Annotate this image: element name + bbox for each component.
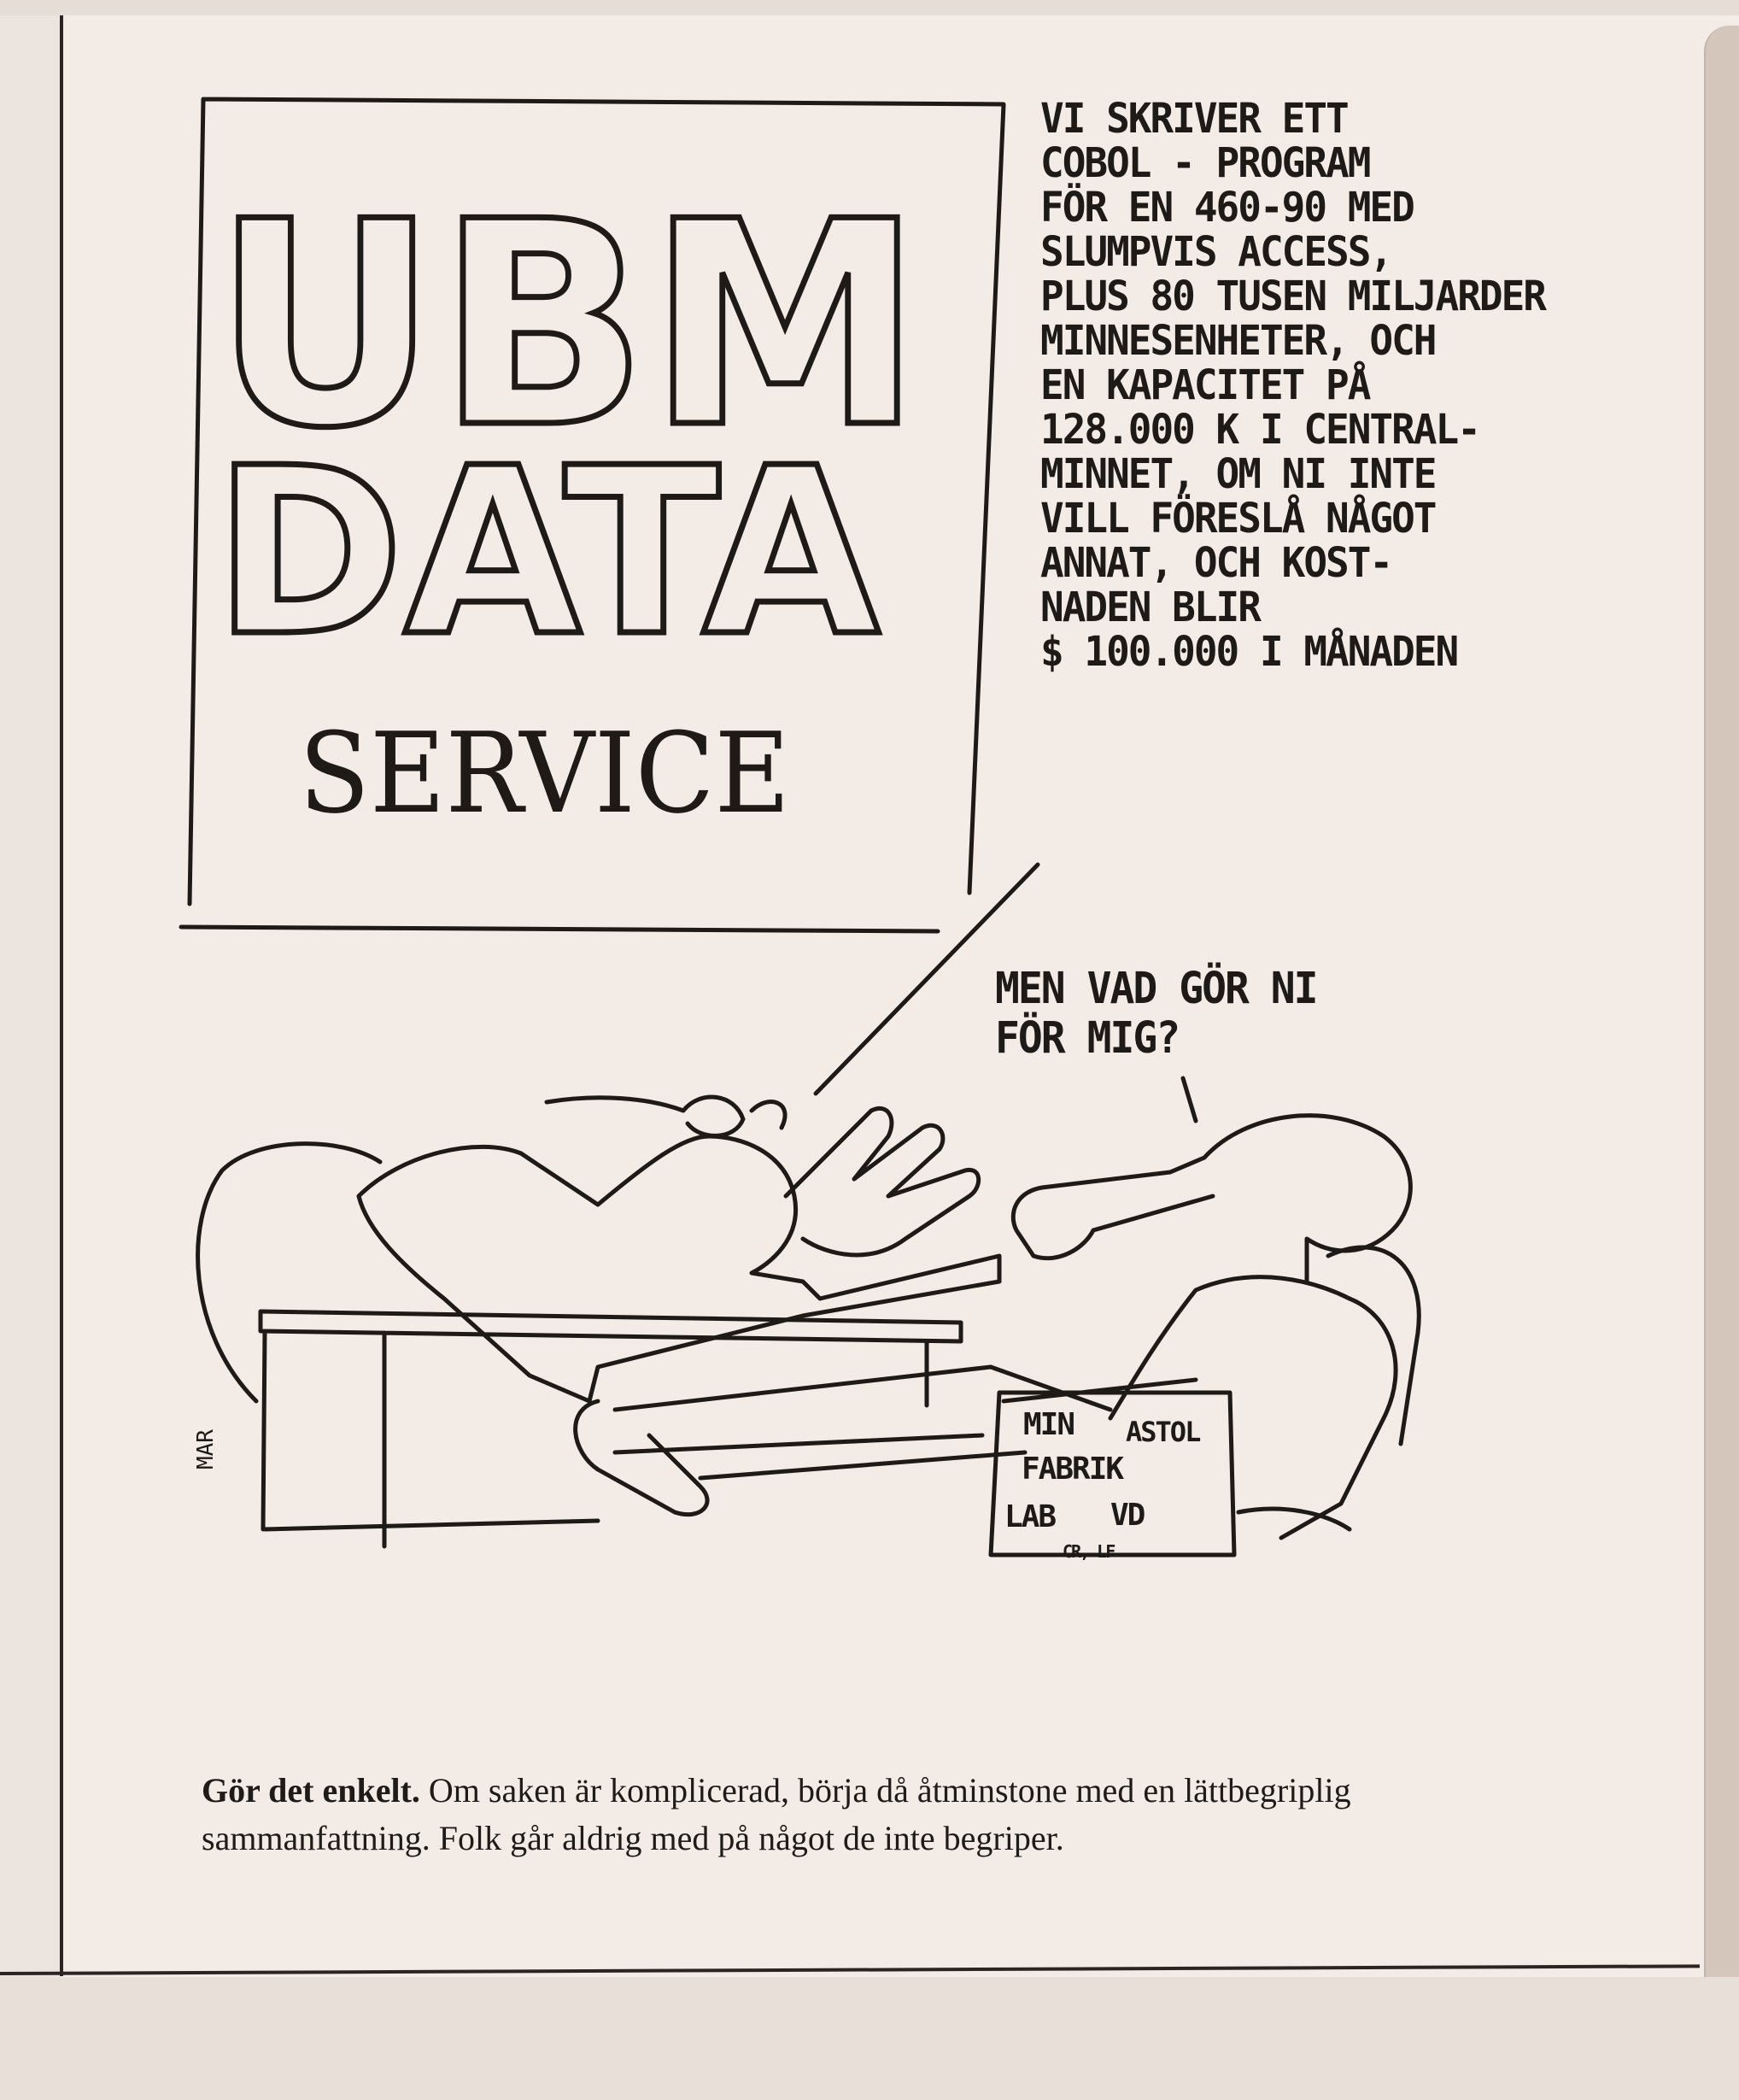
- box-label-initials: CR, LF: [1063, 1541, 1115, 1562]
- top-page-edge: [0, 0, 1739, 15]
- box-label-min: MIN: [1023, 1407, 1075, 1442]
- bottom-border-rule: [0, 1964, 1700, 1975]
- speech-line: ANNAT, OCH KOST-: [1040, 537, 1393, 587]
- speech-line: $ 100.000 I MÅNADEN: [1040, 626, 1459, 676]
- right-page-curl: [1704, 26, 1739, 2016]
- left-chair: [196, 1141, 383, 1404]
- caption-body: Om saken är komplicerad, börja då åtmins…: [202, 1771, 1351, 1857]
- customer-question: MEN VAD GÖR NI FÖR MIG?: [995, 963, 1405, 1064]
- speech-line: MINNET, OM NI INTE: [1040, 449, 1437, 498]
- customer-head: [1202, 1113, 1413, 1284]
- sign-frame: [179, 97, 1006, 934]
- speech-line: PLUS 80 TUSEN MILJARDER: [1040, 271, 1547, 320]
- caption: Gör det enkelt. Om saken är komplicerad,…: [202, 1767, 1414, 1862]
- box-label-vd: VD: [1110, 1498, 1145, 1533]
- caption-bold-lead: Gör det enkelt.: [202, 1771, 420, 1810]
- box-label-fabrik: FABRIK: [1022, 1452, 1124, 1487]
- speech-line: VILL FÖRESLÅ NÅGOT: [1040, 493, 1437, 543]
- question-line: FÖR MIG?: [995, 1012, 1180, 1064]
- sign-service-text: SERVICE: [299, 708, 790, 838]
- salesman-glasses: [544, 1094, 788, 1138]
- salesman-speech: VI SKRIVER ETT COBOL - PROGRAM FÖR EN 46…: [1040, 93, 1707, 676]
- question-line: MEN VAD GÖR NI: [995, 963, 1319, 1014]
- left-page-margin: [0, 15, 61, 1980]
- right-chair: [1326, 1245, 1421, 1446]
- shoes: [573, 1399, 1352, 1532]
- bottom-page-margin: [0, 1977, 1739, 2100]
- speech-pointer: [813, 862, 1040, 1096]
- speech-line: VI SKRIVER ETT: [1040, 93, 1350, 143]
- speech-line: 128.000 K I CENTRAL-: [1040, 404, 1481, 454]
- sign-data-text: DATA: [214, 418, 881, 687]
- salesman-body: [356, 1134, 1002, 1404]
- customer-arm: [1010, 1155, 1215, 1261]
- salesman-hand: [783, 1106, 981, 1258]
- speech-line: COBOL - PROGRAM: [1040, 138, 1371, 187]
- speech-line: EN KAPACITET PÅ: [1040, 360, 1371, 409]
- question-pointer: [1180, 1076, 1198, 1123]
- speech-line: FÖR EN 460-90 MED: [1040, 182, 1415, 232]
- speech-line: MINNESENHETER, OCH: [1040, 315, 1437, 365]
- cartoon-illustration: UBM DATA SERVICE: [179, 97, 1421, 1557]
- desk: [258, 1309, 963, 1549]
- left-border-rule: [60, 15, 63, 1976]
- box-label-astol: ASTOL: [1126, 1416, 1201, 1448]
- customer-body: [1108, 1275, 1398, 1540]
- box-label-lab: LAB: [1004, 1499, 1057, 1534]
- artist-signature: MAR: [193, 1429, 219, 1469]
- sign-ubm-text: UBM: [214, 161, 922, 490]
- speech-line: NADEN BLIR: [1040, 582, 1262, 631]
- case-box: [988, 1377, 1237, 1557]
- speech-line: SLUMPVIS ACCESS,: [1040, 226, 1393, 276]
